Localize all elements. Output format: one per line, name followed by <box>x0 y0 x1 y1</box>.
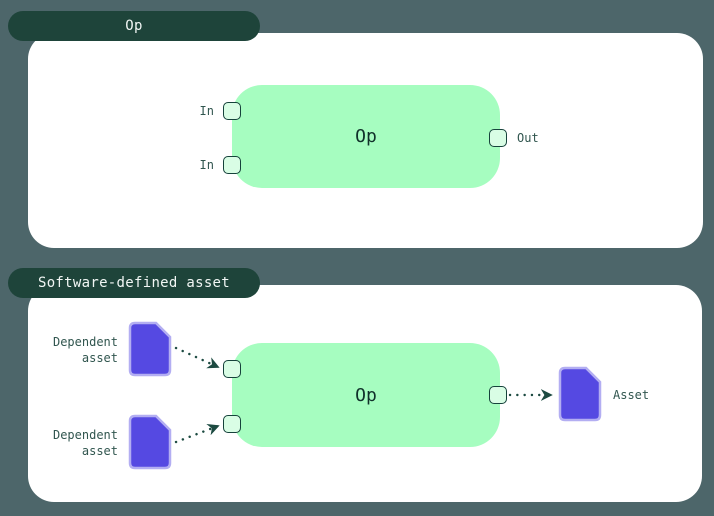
software-defined-asset-panel: Dependent asset Dependent asset Op Asset <box>28 285 702 502</box>
input-port <box>223 415 241 433</box>
dependent-asset-icon <box>128 414 172 470</box>
output-port-label: Out <box>517 131 539 145</box>
arrow-dep1-to-in1 <box>174 346 220 369</box>
tab-op: Op <box>8 11 260 41</box>
output-port <box>489 129 507 147</box>
tab-software-defined-asset: Software-defined asset <box>8 268 260 298</box>
input-port-label: In <box>199 104 214 118</box>
op-node: Op <box>232 85 500 188</box>
input-port <box>223 102 241 120</box>
dependent-asset-label: Dependent asset <box>52 335 118 365</box>
input-port <box>223 360 241 378</box>
asset-icon <box>558 366 602 422</box>
dependent-asset-icon <box>128 321 172 377</box>
op-node: Op <box>232 343 500 447</box>
dependent-asset-label: Dependent asset <box>52 428 118 458</box>
arrow-dep2-to-in2 <box>174 424 220 444</box>
input-port <box>223 156 241 174</box>
asset-label: Asset <box>613 388 650 402</box>
op-panel: Op In In Out <box>28 33 703 248</box>
output-port <box>489 386 507 404</box>
input-port-label: In <box>199 158 214 172</box>
